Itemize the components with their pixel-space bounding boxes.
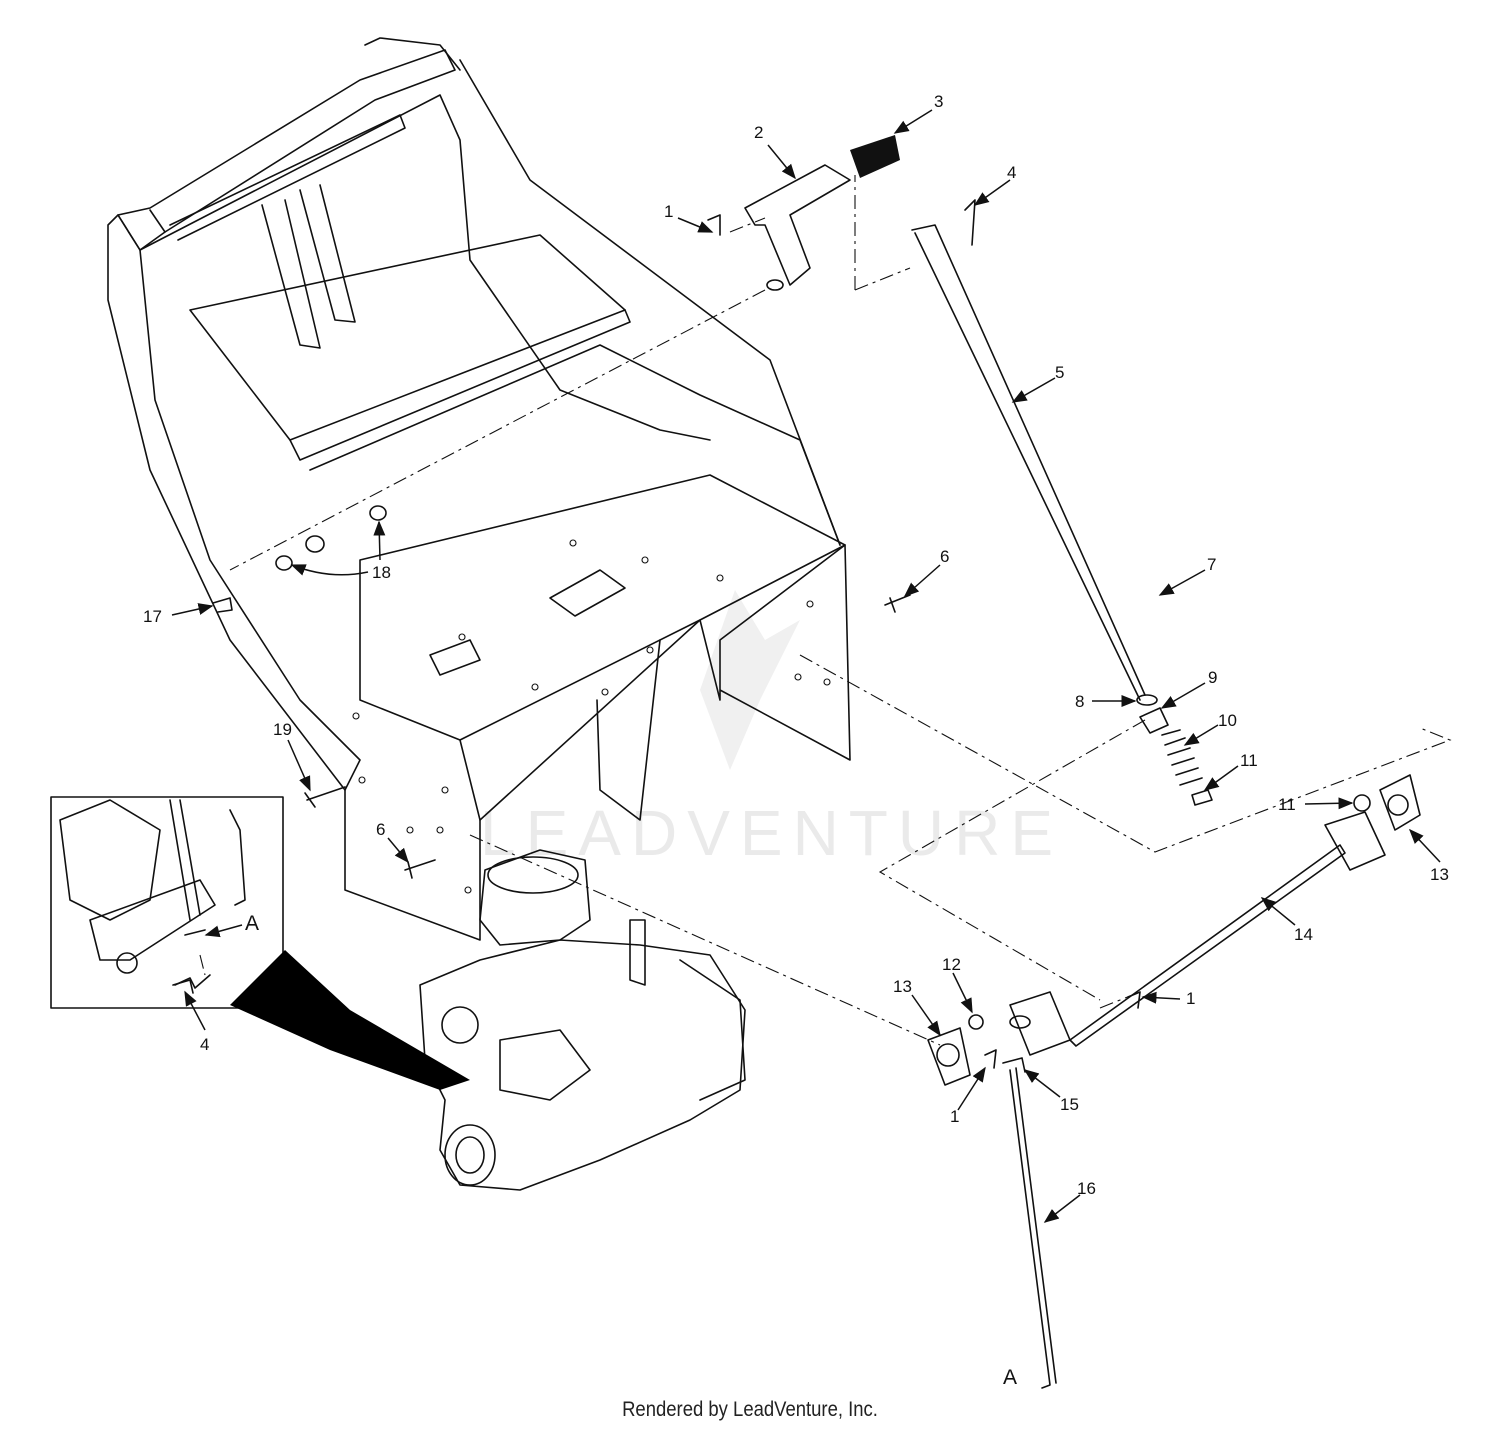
callout-6: 6	[940, 547, 949, 566]
callout-labels: 1 2 3 4 5 6 7 8 9 10 11 11 13 14 1 12 13…	[143, 92, 1449, 1389]
callout-11: 11	[1240, 751, 1258, 770]
reference-a-rod: A	[1003, 1366, 1017, 1389]
callout-1b: 1	[1186, 989, 1195, 1008]
callout-4b: 4	[200, 1035, 209, 1054]
watermark-text: LEADVENTURE	[480, 797, 1063, 869]
callout-13b: 13	[893, 977, 912, 996]
footer-credit: Rendered by LeadVenture, Inc.	[622, 1398, 878, 1421]
callout-12b: 12	[942, 955, 961, 974]
callout-17: 17	[143, 607, 162, 626]
reference-a-inset: A	[245, 912, 259, 935]
assembly-centerlines	[199, 175, 1452, 1046]
callout-8: 8	[1075, 692, 1084, 711]
callout-16: 16	[1077, 1179, 1096, 1198]
watermark: LEADVENTURE	[480, 590, 1063, 869]
frame-assembly	[107, 37, 851, 941]
callout-6b: 6	[376, 820, 385, 839]
callout-15: 15	[1060, 1095, 1079, 1114]
linkage-parts	[172, 135, 1421, 1389]
callout-1c: 1	[950, 1107, 959, 1126]
callout-4: 4	[1007, 163, 1016, 182]
transmission-assembly	[419, 849, 746, 1191]
callout-18: 18	[372, 563, 391, 582]
callout-2: 2	[754, 123, 763, 142]
callout-14: 14	[1294, 925, 1313, 944]
callout-5: 5	[1055, 363, 1064, 382]
callout-12: 11	[1278, 795, 1296, 814]
leader-arrows	[171, 109, 1441, 1223]
callout-9: 9	[1208, 668, 1217, 687]
callout-7: 7	[1207, 555, 1216, 574]
callout-10: 10	[1218, 711, 1237, 730]
detail-inset	[50, 796, 470, 1090]
callout-19: 19	[273, 720, 292, 739]
callout-3: 3	[934, 92, 943, 111]
callout-1: 1	[664, 202, 673, 221]
callout-13: 13	[1430, 865, 1449, 884]
spring-part-10	[1161, 729, 1203, 786]
